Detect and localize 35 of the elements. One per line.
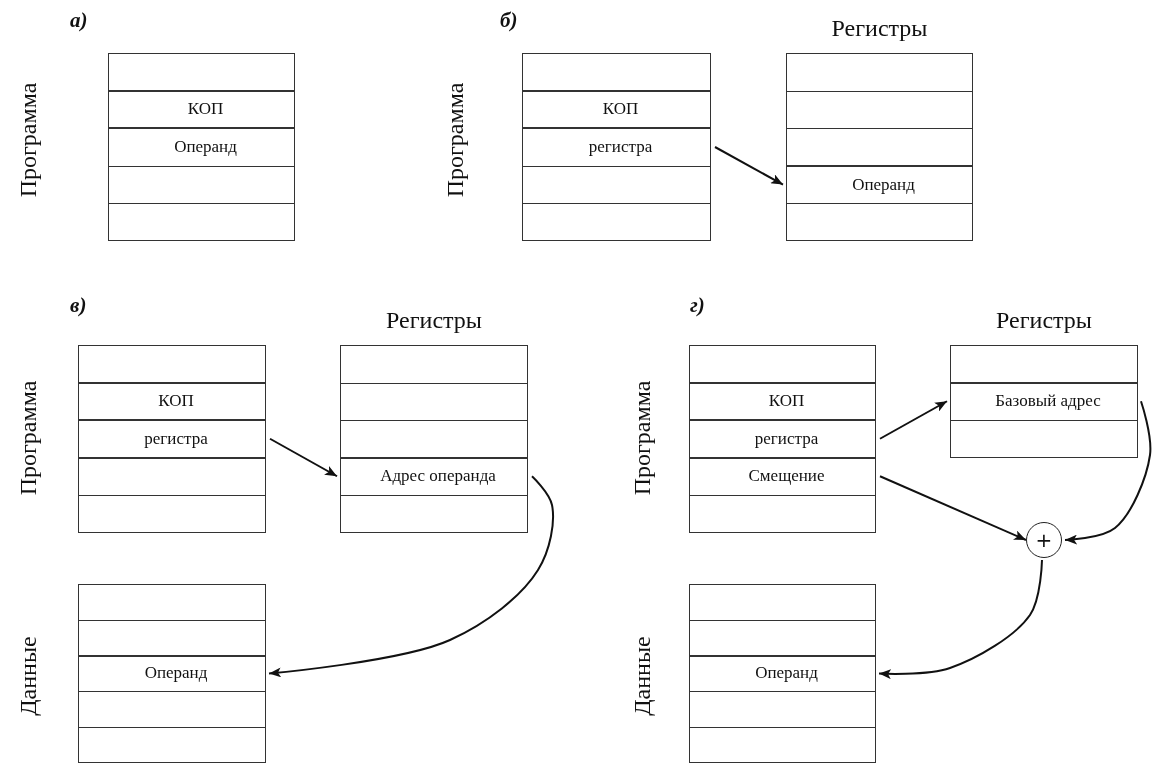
arrow <box>879 400 948 440</box>
memory-cell: Операнд <box>78 654 266 693</box>
arrow <box>878 559 1043 680</box>
memory-cell: КОП <box>689 381 876 421</box>
memory-area-label: Регистры <box>995 307 1093 334</box>
memory-area-label: Данные <box>628 636 656 716</box>
panel-letter: а) <box>70 8 88 33</box>
memory-cell: регистра <box>522 127 711 167</box>
memory-cell: КОП <box>522 89 711 129</box>
memory-area-label: Программа <box>14 380 42 496</box>
memory-cell: Операнд <box>108 127 295 167</box>
arrow <box>714 146 784 186</box>
panel-letter: в) <box>70 293 87 318</box>
memory-area-label: Программа <box>441 82 469 198</box>
memory-cell: Операнд <box>786 165 973 205</box>
memory-cell: Операнд <box>689 654 876 693</box>
arrow <box>879 475 1027 541</box>
memory-area-label: Программа <box>14 82 42 198</box>
arrow <box>269 437 338 478</box>
memory-area-label: Данные <box>14 636 42 716</box>
memory-cell: регистра <box>78 419 266 459</box>
arrow <box>1064 400 1152 545</box>
memory-area-label: Регистры <box>385 307 483 334</box>
memory-cell: Базовый адрес <box>950 381 1138 421</box>
memory-area-label: Программа <box>628 380 656 496</box>
memory-area-label: Регистры <box>830 15 929 42</box>
memory-cell: регистра <box>689 419 876 459</box>
arrow <box>268 475 554 678</box>
panel-letter: б) <box>500 8 518 33</box>
memory-cell: КОП <box>78 381 266 421</box>
memory-cell: Адрес операнда <box>340 456 528 496</box>
memory-cell: Смещение <box>689 456 876 496</box>
memory-cell: КОП <box>108 89 295 129</box>
adder-circle: + <box>1026 522 1062 558</box>
panel-letter: г) <box>690 293 705 318</box>
